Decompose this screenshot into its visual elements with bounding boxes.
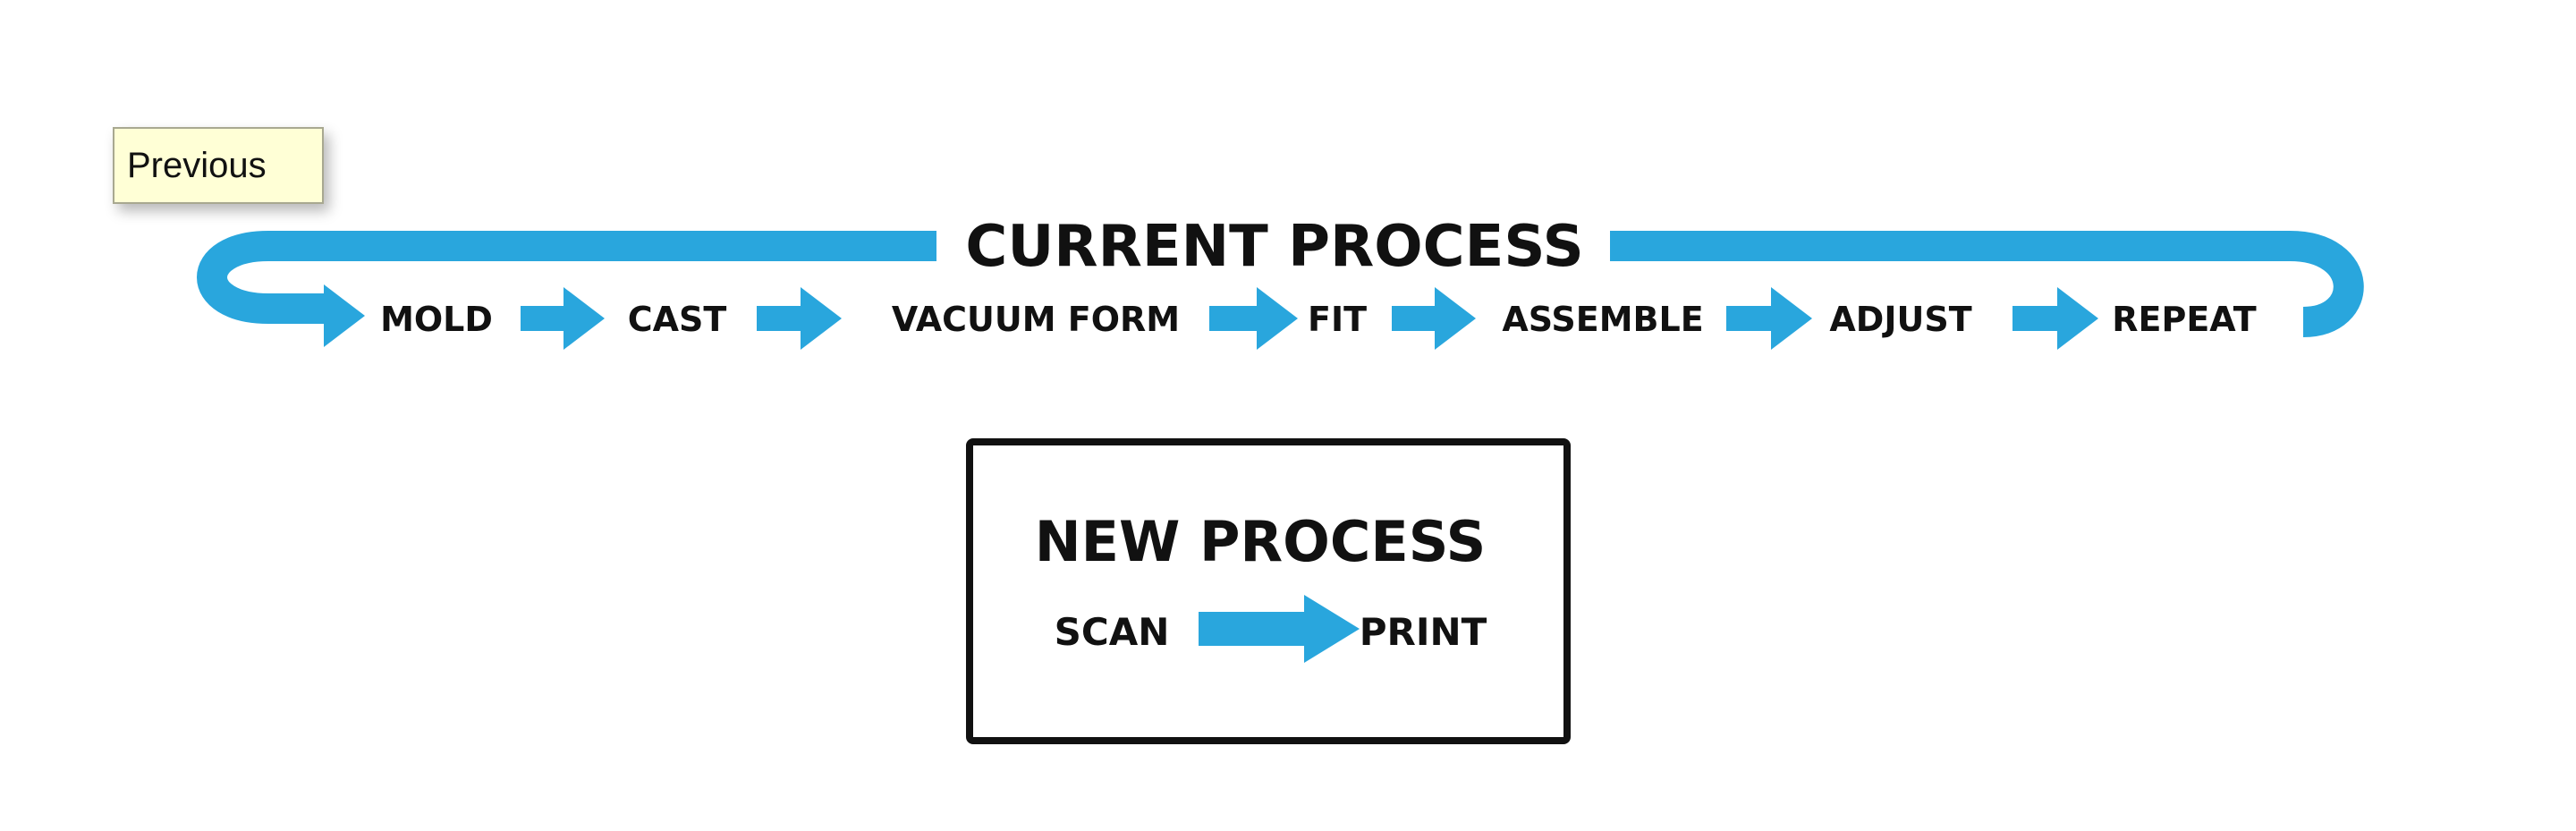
new-process-title: NEW PROCESS	[1035, 509, 1486, 574]
step-cast: CAST	[628, 300, 727, 339]
new-process-box	[966, 438, 1571, 744]
step-print: PRINT	[1360, 610, 1487, 654]
step-assemble: ASSEMBLE	[1502, 300, 1703, 339]
step-mold: MOLD	[380, 300, 493, 339]
arrow-cast-to-vacuum-form-icon	[757, 287, 842, 350]
arrow-vacuum-form-to-fit-icon	[1209, 287, 1298, 350]
step-repeat: REPEAT	[2112, 300, 2256, 339]
arrow-scan-to-print-icon	[1199, 595, 1360, 663]
step-scan: SCAN	[1055, 610, 1170, 654]
arrow-adjust-to-repeat-icon	[2012, 287, 2098, 350]
current-process-steps: MOLD CAST VACUUM FORM FIT ASSEMBLE ADJUS…	[380, 300, 2257, 339]
current-process-loop-arrow	[197, 231, 2364, 337]
current-process-title: CURRENT PROCESS	[965, 214, 1583, 280]
arrow-assemble-to-adjust-icon	[1726, 287, 1812, 350]
step-fit: FIT	[1308, 300, 1367, 339]
step-adjust: ADJUST	[1829, 300, 1971, 339]
previous-tooltip: Previous	[113, 127, 324, 204]
loop-arrowhead-icon	[324, 284, 365, 347]
step-vacuum-form: VACUUM FORM	[892, 300, 1180, 339]
arrow-mold-to-cast-icon	[521, 287, 605, 350]
current-process-arrows	[521, 287, 2098, 350]
arrow-fit-to-assemble-icon	[1392, 287, 1476, 350]
